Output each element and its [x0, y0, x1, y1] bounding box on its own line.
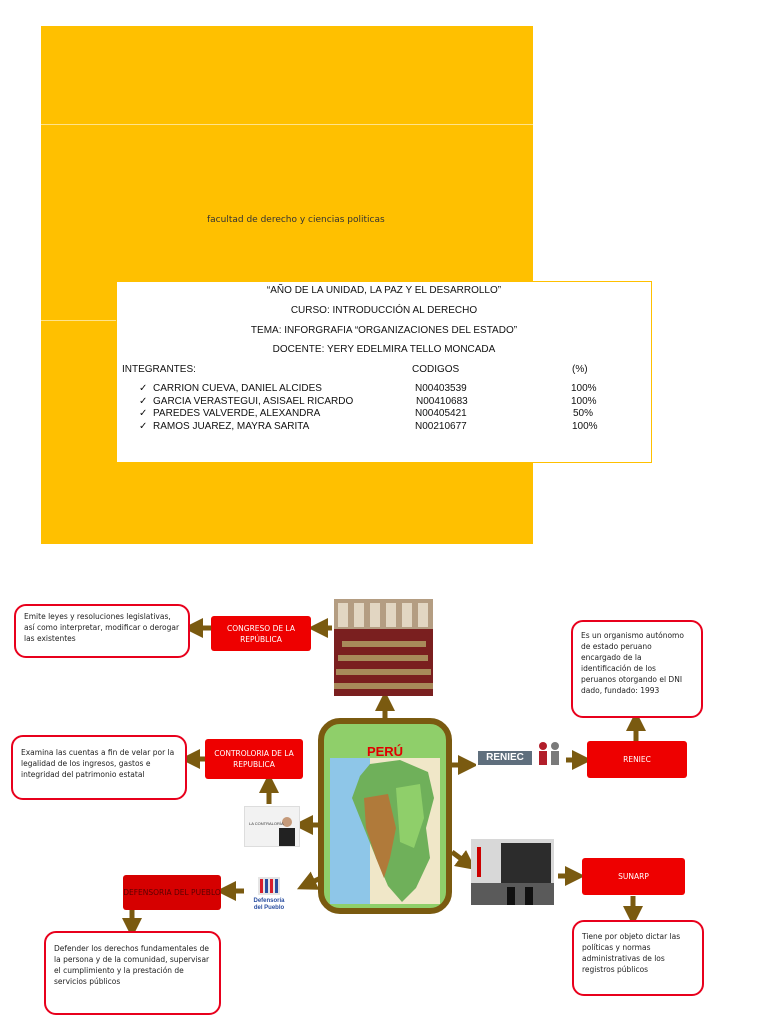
- member-row: ✓ CARRION CUEVA, DANIEL ALCIDES: [139, 383, 322, 394]
- topic-line: TEMA: INFORGRAFIA “ORGANIZACIONES DEL ES…: [250, 325, 518, 336]
- defensoria-logo-text: Defensoría del Pueblo: [253, 898, 285, 911]
- member-row: ✓ RAMOS JUAREZ, MAYRA SARITA: [139, 421, 309, 432]
- member-pct: 100%: [571, 383, 597, 394]
- member-code: N00410683: [416, 396, 468, 407]
- member-pct: 100%: [572, 421, 598, 432]
- reniec-logo: RENIEC: [476, 740, 564, 772]
- member-code: N00403539: [415, 383, 467, 394]
- peru-map-image: [330, 758, 440, 904]
- congreso-description: Emite leyes y resoluciones legislativas,…: [14, 604, 190, 658]
- course-line: CURSO: INTRODUCCIÓN AL DERECHO: [290, 305, 478, 316]
- member-pct: 50%: [573, 408, 594, 419]
- sunarp-description: Tiene por objeto dictar las políticas y …: [572, 920, 704, 996]
- defensoria-label: DEFENSORIA DEL PUEBLO: [123, 875, 221, 910]
- reniec-label: RENIEC: [587, 741, 687, 778]
- member-pct: 100%: [571, 396, 597, 407]
- cover-info-box: “AÑO DE LA UNIDAD, LA PAZ Y EL DESARROLL…: [116, 281, 652, 463]
- congreso-label: CONGRESO DE LA REPÚBLICA: [211, 616, 311, 651]
- check-icon: ✓: [139, 383, 148, 394]
- codes-header: CODIGOS: [412, 364, 460, 375]
- reniec-description: Es un organismo autónomo de estado perua…: [571, 620, 703, 718]
- sunarp-label: SUNARP: [582, 858, 685, 895]
- defensoria-description: Defender los derechos fundamentales de l…: [44, 931, 221, 1015]
- map-title: PERÚ: [366, 744, 404, 759]
- member-name: GARCIA VERASTEGUI, ASISAEL RICARDO: [153, 396, 354, 407]
- parliament-image: [334, 599, 433, 696]
- member-name: RAMOS JUAREZ, MAYRA SARITA: [153, 421, 310, 432]
- year-motto: “AÑO DE LA UNIDAD, LA PAZ Y EL DESARROLL…: [266, 285, 502, 296]
- check-icon: ✓: [139, 408, 148, 419]
- cover-divider: [41, 124, 533, 125]
- defensoria-emblem-icon: [258, 877, 280, 895]
- member-row: ✓ PAREDES VALVERDE, ALEXANDRA: [139, 408, 320, 419]
- contraloria-logo: LA CONTRALORÍA: [244, 806, 300, 847]
- reniec-logo-text: RENIEC: [478, 751, 532, 765]
- faculty-name: facultad de derecho y ciencias politicas: [207, 215, 385, 225]
- members-header: INTEGRANTES:: [122, 364, 196, 375]
- contraloria-description: Examina las cuentas a fin de velar por l…: [11, 735, 187, 800]
- teacher-line: DOCENTE: YERY EDELMIRA TELLO MONCADA: [272, 344, 496, 355]
- member-name: CARRION CUEVA, DANIEL ALCIDES: [153, 383, 322, 394]
- contraloria-label: CONTROLORIA DE LA REPUBLICA: [205, 739, 303, 779]
- arrow-right: [450, 850, 476, 870]
- member-row: ✓ GARCIA VERASTEGUI, ASISAEL RICARDO: [139, 396, 353, 407]
- member-name: PAREDES VALVERDE, ALEXANDRA: [153, 408, 321, 419]
- check-icon: ✓: [139, 421, 148, 432]
- check-icon: ✓: [139, 396, 148, 407]
- reniec-people-icon: [539, 742, 559, 765]
- sunarp-building-image: [471, 839, 554, 905]
- percent-header: (%): [572, 364, 588, 375]
- defensoria-logo: Defensoría del Pueblo: [246, 873, 292, 917]
- peru-map-frame: PERÚ: [318, 718, 452, 914]
- member-code: N00210677: [415, 421, 467, 432]
- sunarp-photo: [471, 839, 554, 905]
- contraloria-logo-text: LA CONTRALORÍA: [249, 821, 284, 826]
- congreso-photo: [334, 599, 433, 696]
- member-code: N00405421: [415, 408, 467, 419]
- contraloria-person-icon: [279, 817, 295, 846]
